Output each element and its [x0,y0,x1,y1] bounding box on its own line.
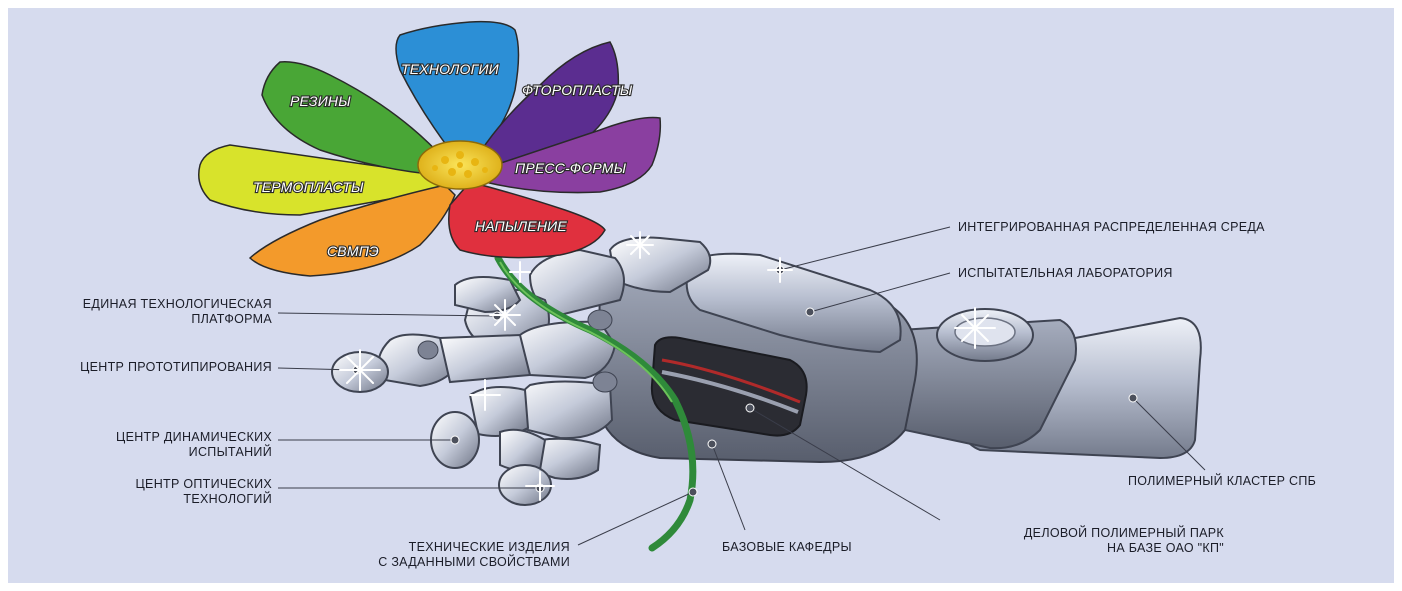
petal-label-spraying: НАПЫЛЕНИЕ [475,218,567,234]
petal-label-thermoplastics: ТЕРМОПЛАСТЫ [253,179,364,195]
callout-line: ПЛАТФОРМА [83,312,272,327]
callout-unified-platform: ЕДИНАЯ ТЕХНОЛОГИЧЕСКАЯ ПЛАТФОРМА [83,297,272,327]
leader-dot [806,308,814,316]
callout-base-departments: БАЗОВЫЕ КАФЕДРЫ [722,540,852,555]
callout-polymer-cluster: ПОЛИМЕРНЫЙ КЛАСТЕР СПБ [1128,474,1316,489]
callout-line: С ЗАДАННЫМИ СВОЙСТВАМИ [378,555,570,570]
callout-dynamic-tests: ЦЕНТР ДИНАМИЧЕСКИХ ИСПЫТАНИЙ [116,430,272,460]
leader-dot [689,488,697,496]
callout-integrated-env: ИНТЕГРИРОВАННАЯ РАСПРЕДЕЛЕННАЯ СРЕДА [958,220,1265,235]
callout-prototyping: ЦЕНТР ПРОТОТИПИРОВАНИЯ [80,360,272,375]
callout-line: ЦЕНТР ДИНАМИЧЕСКИХ [116,430,272,445]
callout-line: ЦЕНТР ПРОТОТИПИРОВАНИЯ [80,360,272,375]
callout-line: ТЕХНОЛОГИЙ [136,492,272,507]
callout-line: ЦЕНТР ОПТИЧЕСКИХ [136,477,272,492]
leader-dot [451,436,459,444]
petal-label-rubber: РЕЗИНЫ [290,93,351,109]
callout-line: ЕДИНАЯ ТЕХНОЛОГИЧЕСКАЯ [83,297,272,312]
leader-dot [746,404,754,412]
callout-optical-tech: ЦЕНТР ОПТИЧЕСКИХ ТЕХНОЛОГИЙ [136,477,272,507]
petal-label-uhmwpe: СВМПЭ [327,243,379,259]
petal-label-press-molds: ПРЕСС-ФОРМЫ [515,160,627,176]
callout-line: ТЕХНИЧЕСКИЕ ИЗДЕЛИЯ [378,540,570,555]
callout-line: БАЗОВЫЕ КАФЕДРЫ [722,540,852,555]
robot-finger-middle-link [440,335,530,382]
callout-line: ПОЛИМЕРНЫЙ КЛАСТЕР СПБ [1128,474,1316,489]
robot-wrist-joint-inner [955,318,1015,346]
callout-test-lab: ИСПЫТАТЕЛЬНАЯ ЛАБОРАТОРИЯ [958,266,1173,281]
leader-dot [1129,394,1137,402]
sparkle-icon [490,300,520,330]
callout-business-park: ДЕЛОВОЙ ПОЛИМЕРНЫЙ ПАРК НА БАЗЕ ОАО "КП" [1024,526,1224,556]
petal-label-fluoroplastics: ФТОРОПЛАСТЫ [522,82,633,98]
callout-line: ИСПЫТАТЕЛЬНАЯ ЛАБОРАТОРИЯ [958,266,1173,281]
robot-joint [418,341,438,359]
callout-tech-products: ТЕХНИЧЕСКИЕ ИЗДЕЛИЯ С ЗАДАННЫМИ СВОЙСТВА… [378,540,570,570]
sparkle-icon [627,232,653,258]
robot-joint [593,372,617,392]
callout-line: ДЕЛОВОЙ ПОЛИМЕРНЫЙ ПАРК [1024,526,1224,541]
leader-dot [708,440,716,448]
petal-label-tech: ТЕХНОЛОГИИ [401,61,500,77]
callout-line: ИНТЕГРИРОВАННАЯ РАСПРЕДЕЛЕННАЯ СРЕДА [958,220,1265,235]
callout-line: НА БАЗЕ ОАО "КП" [1024,541,1224,556]
robot-finger-index-tip [455,277,520,312]
callout-line: ИСПЫТАНИЙ [116,445,272,460]
